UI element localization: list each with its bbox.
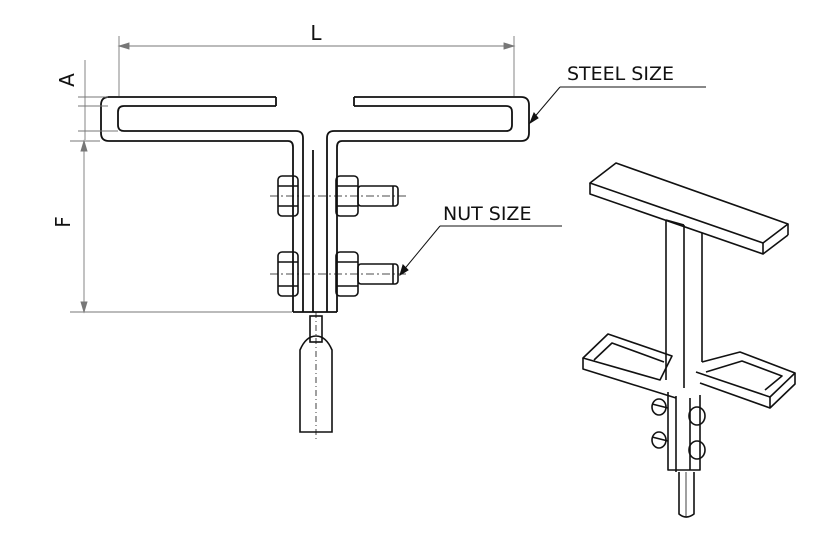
dimension-length-label: L [310,21,322,45]
dimension-height-label: F [51,216,75,228]
nut-size-label: NUT SIZE [443,203,531,225]
isometric-view [582,162,796,518]
steel-size-label: STEEL SIZE [567,63,674,85]
dimension-thickness [78,60,118,140]
dimension-height [70,139,292,314]
nut-size-leader [399,225,562,277]
bolt-centerlines [270,195,408,275]
clamp-front-view [100,96,530,313]
dimension-thickness-label: A [55,73,79,87]
hanger-rod [299,312,333,440]
dimension-length [117,36,516,96]
steel-size-leader [528,86,706,125]
